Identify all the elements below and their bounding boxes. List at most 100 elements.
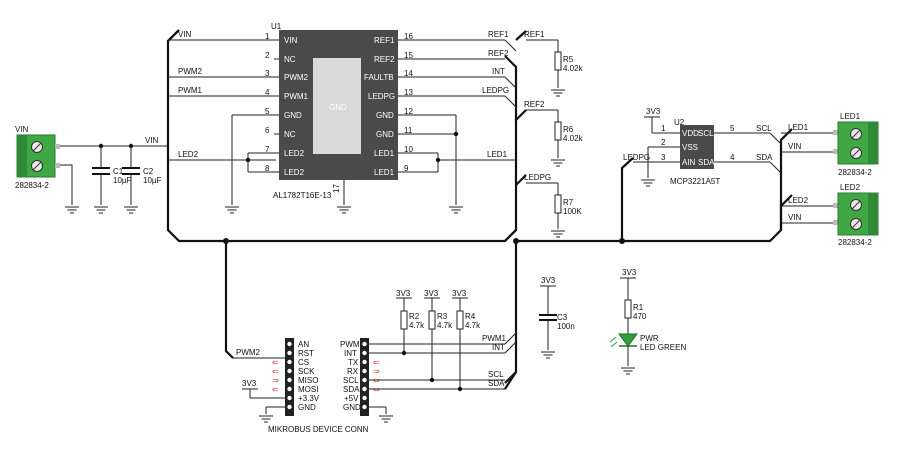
svg-text:5: 5 — [265, 107, 270, 116]
c3-decoupling-cap: 3V3 C3 100n — [539, 276, 575, 359]
vin-terminal-label: VIN — [15, 125, 29, 134]
c1-ref: C1 — [113, 167, 124, 176]
u2-3v3-label: 3V3 — [646, 107, 661, 116]
power-led-circuit: 3V3 R1 470 PWR LED GREEN — [609, 268, 686, 375]
led2-terminal-pin2: VIN — [788, 213, 802, 222]
int-net-label-mb: INT — [492, 343, 505, 352]
mb-left-an: AN — [298, 340, 309, 349]
u2-part-number: MCP3221A5T — [670, 177, 720, 186]
svg-text:3: 3 — [265, 69, 270, 78]
r7-value: 100K — [563, 207, 582, 216]
svg-text:R4: R4 — [465, 312, 476, 321]
u1-pin17-num: 17 — [332, 184, 341, 193]
svg-text:9: 9 — [404, 164, 409, 173]
u1-center-pad-label: GND — [329, 103, 347, 112]
mb-left-mosi: MOSI — [298, 385, 318, 394]
u2-pin2-name: VSS — [682, 143, 698, 152]
mb-right-sda: SDA — [343, 385, 360, 394]
direction-arrow-icon: ⇐ — [272, 385, 279, 394]
svg-text:R3: R3 — [437, 312, 448, 321]
svg-text:15: 15 — [404, 51, 413, 60]
r3-pullup: 3V3 R3 4.7k — [424, 289, 453, 380]
led1-terminal-block: LED1 VIN LED1 282834-2 — [781, 112, 879, 177]
mb-left-miso: MISO — [298, 376, 318, 385]
mb-left-gnd: GND — [298, 403, 316, 412]
svg-text:14: 14 — [404, 69, 413, 78]
u1-right-wiring: REF1 REF2 INT LEDPG LED1 — [398, 30, 517, 214]
mikrobus-title: MIKROBUS DEVICE CONN — [268, 425, 369, 434]
scl-net-label-mb: SCL — [488, 370, 504, 379]
svg-text:7: 7 — [265, 145, 270, 154]
r5-value: 4.02k — [563, 64, 584, 73]
led2-terminal-block: LED2 VIN LED2 282834-2 — [781, 183, 879, 247]
ref1-net-label: REF1 — [524, 30, 545, 39]
svg-text:3V3: 3V3 — [541, 276, 556, 285]
svg-text:LED1: LED1 — [374, 149, 395, 158]
svg-text:2: 2 — [265, 51, 270, 60]
led2-terminal-title: LED2 — [840, 183, 861, 192]
mb-right-tx: TX — [348, 358, 359, 367]
r7-ref: R7 — [563, 198, 574, 207]
mb-right-5v: +5V — [344, 394, 359, 403]
ref2-net-label-u1: REF2 — [488, 49, 509, 58]
c2-ref: C2 — [143, 167, 154, 176]
sda-net-label-u2: SDA — [756, 153, 773, 162]
r1-ref: R1 — [633, 303, 644, 312]
sda-net-label-mb: SDA — [488, 379, 505, 388]
ledpg-net-label-u1: LEDPG — [482, 86, 509, 95]
vin-terminal-block: VIN 282834-2 — [15, 125, 60, 190]
svg-text:PWM1: PWM1 — [284, 92, 309, 101]
led1-net-label-u1: LED1 — [487, 150, 508, 159]
svg-text:PWM2: PWM2 — [284, 73, 309, 82]
svg-text:11: 11 — [404, 126, 413, 135]
u2-pin2-num: 2 — [661, 138, 666, 147]
svg-text:4.7k: 4.7k — [409, 321, 425, 330]
svg-text:10: 10 — [404, 145, 413, 154]
svg-text:VIN: VIN — [284, 36, 298, 45]
vin-net-label-left: VIN — [145, 136, 159, 145]
svg-text:NC: NC — [284, 130, 296, 139]
u1-right-pin-11: GND 11 — [376, 126, 413, 139]
mb-right-int: INT — [344, 349, 357, 358]
pwm2-net-label-mb: PWM2 — [236, 348, 261, 357]
u1-right-pin-14: FAULTB 14 — [364, 69, 413, 82]
u1-ref: U1 — [271, 22, 282, 31]
svg-text:FAULTB: FAULTB — [364, 73, 394, 82]
u2-pin5-name: SCL — [698, 129, 714, 138]
u2-ref: U2 — [674, 118, 685, 127]
ref2-net-label: REF2 — [524, 100, 545, 109]
direction-arrow-icon: ⇐ — [373, 358, 380, 367]
c3-ref: C3 — [557, 313, 568, 322]
mb-3v3-label: 3V3 — [242, 379, 257, 388]
ledpg-net-label: LEDPG — [524, 173, 551, 182]
u2-pin3-num: 3 — [661, 153, 666, 162]
mb-left-cs: CS — [298, 358, 309, 367]
led2-terminal-ref: 282834-2 — [838, 238, 872, 247]
direction-arrow-icon: ⇐ — [272, 358, 279, 367]
vin-terminal-ref: 282834-2 — [15, 181, 49, 190]
u2-pin1-num: 1 — [661, 124, 666, 133]
led1-terminal-pin2: VIN — [788, 142, 802, 151]
mb-left-sck: SCK — [298, 367, 315, 376]
svg-text:3V3: 3V3 — [452, 289, 467, 298]
svg-text:1: 1 — [265, 32, 270, 41]
u1-right-pin-10: LED1 10 — [374, 145, 413, 158]
mb-left-rst: RST — [298, 349, 314, 358]
mb-right-pwm: PWM — [340, 340, 360, 349]
ledpg-net-label-u2: LEDPG — [623, 153, 650, 162]
svg-text:GND: GND — [376, 130, 394, 139]
mb-left-3v3: +3.3V — [298, 394, 320, 403]
pwr-led-icon — [618, 333, 638, 347]
u2-pin5-num: 5 — [730, 124, 735, 133]
mb-right-gnd: GND — [343, 403, 361, 412]
pwr-led-ref: PWR — [640, 334, 659, 343]
r6-ref: R6 — [563, 125, 574, 134]
c1-value: 10µF — [113, 176, 132, 185]
